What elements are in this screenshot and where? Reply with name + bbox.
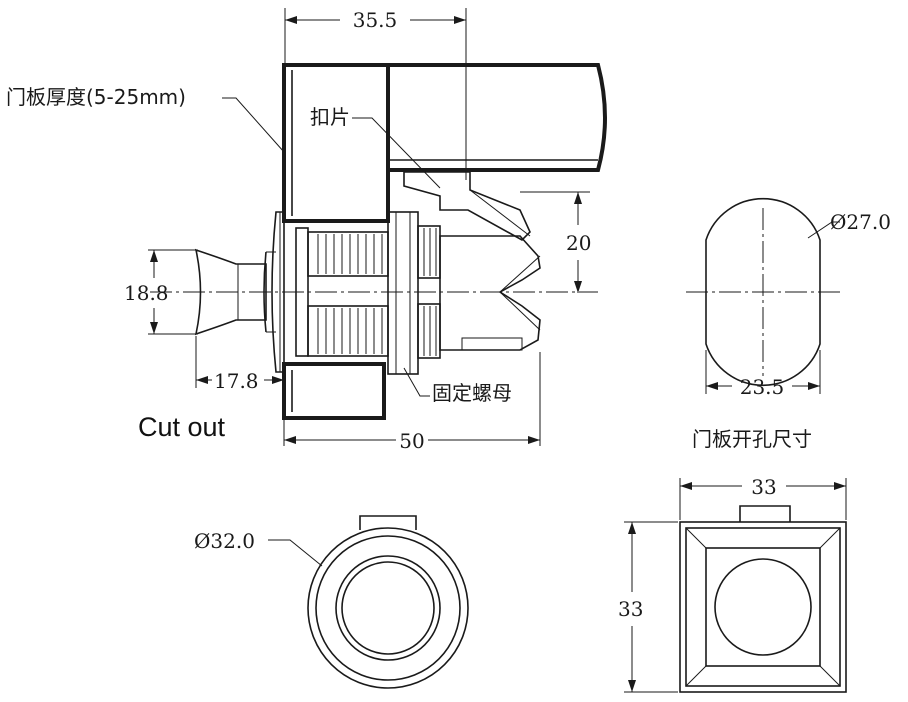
label-fixing-nut: 固定螺母 (432, 381, 512, 405)
dim-bezel-dia: Ø32.0 (194, 529, 255, 553)
dim-knob-length: 17.8 (214, 369, 259, 393)
thread-lower (317, 308, 383, 354)
dim-hole-dia: Ø27.0 (830, 210, 891, 234)
label-clip: 扣片 (310, 105, 350, 129)
dim-hole-flat: 23.5 (740, 375, 785, 399)
dim-total-length: 50 (399, 429, 424, 453)
label-cutout: Cut out (138, 412, 226, 442)
side-view: 35.5 门板厚度(5-25mm) 扣片 20 (6, 8, 607, 453)
dim-height-20: 20 (566, 231, 591, 255)
label-door-thickness: 门板厚度(5-25mm) (6, 85, 186, 109)
square-front-view: 33 33 (618, 475, 847, 693)
dim-square-height: 33 (618, 597, 643, 621)
nut-threads (423, 228, 437, 356)
panel-hole-view: Ø27.0 23.5 门板开孔尺寸 (686, 197, 891, 451)
dim-square-width: 33 (751, 475, 776, 499)
round-front-view: Ø32.0 (194, 515, 469, 689)
thread-upper (317, 234, 383, 274)
dim-knob-dia: 18.8 (124, 281, 169, 305)
label-panel-hole-size: 门板开孔尺寸 (692, 427, 812, 451)
dim-top-width: 35.5 (353, 8, 398, 32)
